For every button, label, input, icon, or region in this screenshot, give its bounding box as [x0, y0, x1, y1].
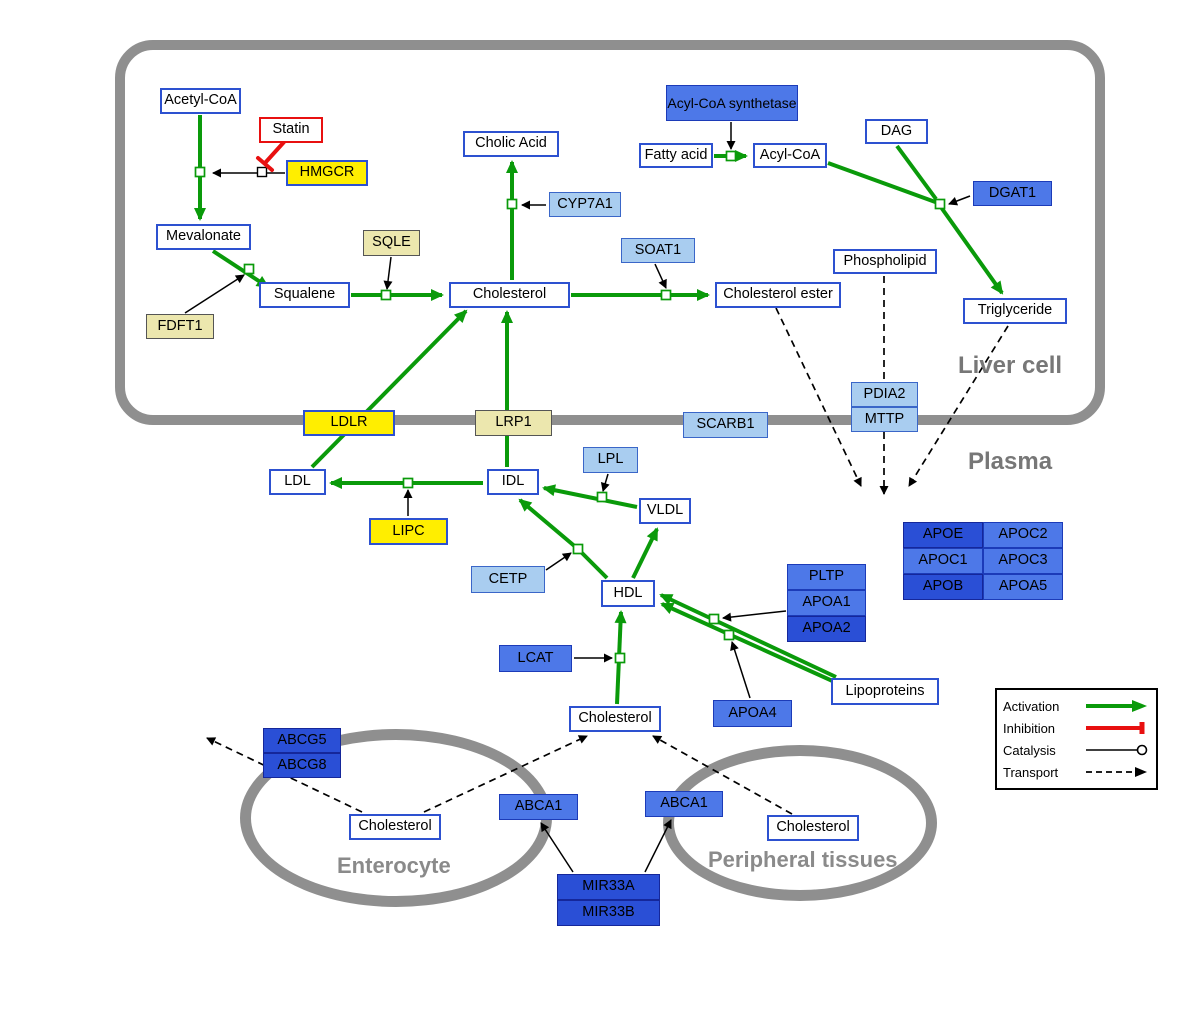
legend-activation-row: Activation — [1003, 695, 1150, 717]
legend-activation-label: Activation — [1003, 698, 1060, 714]
node-abca1-enterocyte[interactable]: ABCA1 — [499, 794, 578, 820]
node-ldlr[interactable]: LDLR — [303, 410, 395, 436]
node-statin[interactable]: Statin — [259, 117, 323, 143]
node-apoa1[interactable]: APOA1 — [787, 590, 866, 616]
legend-inhibition-row: Inhibition — [1003, 717, 1150, 739]
node-lipc[interactable]: LIPC — [369, 518, 448, 545]
node-fdft1[interactable]: FDFT1 — [146, 314, 214, 339]
plasma-label: Plasma — [968, 448, 1053, 475]
node-acetyl-coa[interactable]: Acetyl-CoA — [160, 88, 241, 114]
legend-catalysis-label: Catalysis — [1003, 742, 1056, 758]
node-cholesterol-plasma[interactable]: Cholesterol — [569, 706, 661, 732]
node-apoa4[interactable]: APOA4 — [713, 700, 792, 727]
legend: Activation Inhibition Catalysis Transpor… — [995, 688, 1158, 790]
node-apoe[interactable]: APOE — [903, 522, 983, 548]
node-sqle[interactable]: SQLE — [363, 230, 420, 256]
node-dag[interactable]: DAG — [865, 119, 928, 144]
node-cholesterol-ester[interactable]: Cholesterol ester — [715, 282, 841, 308]
node-pltp[interactable]: PLTP — [787, 564, 866, 590]
enterocyte-label: Enterocyte — [337, 853, 451, 878]
node-cholesterol-enterocyte[interactable]: Cholesterol — [349, 814, 441, 840]
node-acyl-coa-2[interactable]: Acyl-CoA — [753, 143, 827, 168]
node-hmgcr[interactable]: HMGCR — [286, 160, 368, 186]
node-mir33a[interactable]: MIR33A — [557, 874, 660, 900]
node-fatty-acid[interactable]: Fatty acid — [639, 143, 713, 168]
node-apoc3[interactable]: APOC3 — [983, 548, 1063, 574]
legend-catalysis-row: Catalysis — [1003, 739, 1150, 761]
node-lrp1[interactable]: LRP1 — [475, 410, 552, 436]
node-ldl[interactable]: LDL — [269, 469, 326, 495]
node-lpl[interactable]: LPL — [583, 447, 638, 473]
catalysis-circle-icon — [1086, 744, 1148, 756]
node-abcg8[interactable]: ABCG8 — [263, 753, 341, 778]
node-abca1-peripheral[interactable]: ABCA1 — [645, 791, 723, 817]
node-apoc1[interactable]: APOC1 — [903, 548, 983, 574]
node-abcg5[interactable]: ABCG5 — [263, 728, 341, 753]
node-lipoproteins[interactable]: Lipoproteins — [831, 678, 939, 705]
node-cholesterol-peripheral[interactable]: Cholesterol — [767, 815, 859, 841]
node-phospholipid[interactable]: Phospholipid — [833, 249, 937, 274]
activation-arrow-icon — [1086, 700, 1147, 712]
node-lcat[interactable]: LCAT — [499, 645, 572, 672]
node-cholesterol-liver[interactable]: Cholesterol — [449, 282, 570, 308]
inhibition-tbar-icon — [1086, 722, 1145, 734]
node-cetp[interactable]: CETP — [471, 566, 545, 593]
node-apob[interactable]: APOB — [903, 574, 983, 600]
node-apoa5[interactable]: APOA5 — [983, 574, 1063, 600]
node-idl[interactable]: IDL — [487, 469, 539, 495]
legend-transport-row: Transport — [1003, 761, 1150, 783]
node-vldl[interactable]: VLDL — [639, 498, 691, 524]
node-apoa2[interactable]: APOA2 — [787, 616, 866, 642]
legend-inhibition-label: Inhibition — [1003, 720, 1056, 736]
node-dgat1[interactable]: DGAT1 — [973, 181, 1052, 206]
liver-cell-membrane — [115, 40, 1105, 425]
node-triglyceride[interactable]: Triglyceride — [963, 298, 1067, 324]
node-squalene[interactable]: Squalene — [259, 282, 350, 308]
transport-dashed-arrow-icon — [1086, 767, 1147, 777]
node-mir33b[interactable]: MIR33B — [557, 900, 660, 926]
node-scarb1[interactable]: SCARB1 — [683, 412, 768, 438]
node-pdia2[interactable]: PDIA2 — [851, 382, 918, 407]
node-cholic-acid[interactable]: Cholic Acid — [463, 131, 559, 157]
node-mevalonate[interactable]: Mevalonate — [156, 224, 251, 250]
liver-cell-label: Liver cell — [958, 352, 1063, 379]
peripheral-tissues-label: Peripheral tissues — [708, 847, 898, 872]
node-apoc2[interactable]: APOC2 — [983, 522, 1063, 548]
node-soat1[interactable]: SOAT1 — [621, 238, 695, 263]
node-mttp[interactable]: MTTP — [851, 407, 918, 432]
node-acyl-coa-synthetase[interactable]: Acyl-CoA synthetase — [666, 85, 798, 121]
node-hdl[interactable]: HDL — [601, 580, 655, 607]
node-cyp7a1[interactable]: CYP7A1 — [549, 192, 621, 217]
legend-transport-label: Transport — [1003, 764, 1059, 780]
